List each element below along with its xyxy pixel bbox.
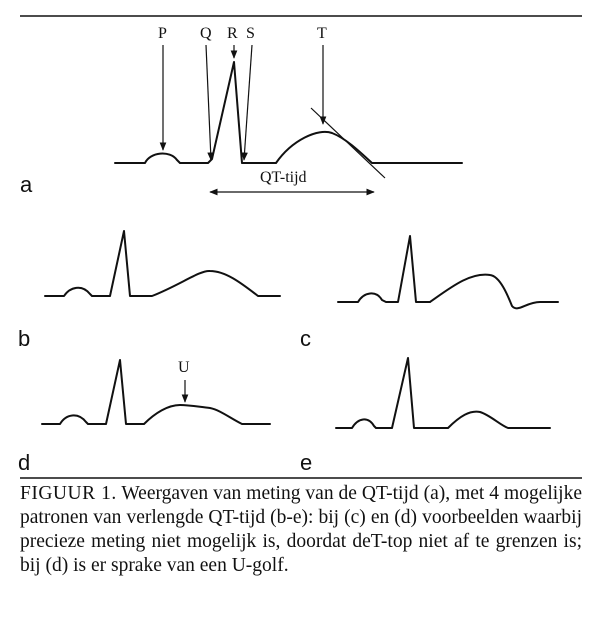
- ecg-trace-c: [337, 235, 559, 310]
- wave-label-r: R: [227, 25, 238, 42]
- panel-letter-b: b: [18, 326, 30, 351]
- ecg-trace-a: [114, 61, 463, 164]
- panel-letter-e: e: [300, 450, 312, 475]
- wave-label-p: P: [158, 25, 167, 42]
- wave-label-u: U: [178, 359, 190, 376]
- qt-interval-label: QT-tijd: [260, 169, 307, 186]
- panel-d: U d: [18, 359, 271, 475]
- panel-letter-a: a: [20, 172, 33, 197]
- panel-b: b: [18, 230, 281, 351]
- panel-e: e: [300, 357, 551, 475]
- ecg-trace-d: [41, 359, 271, 425]
- ecg-trace-e: [335, 357, 551, 429]
- panel-letter-c: c: [300, 326, 311, 351]
- panel-c: c: [300, 235, 559, 351]
- panel-letter-d: d: [18, 450, 30, 475]
- t-tangent-line: [310, 107, 386, 179]
- caption-lead: FIGUUR 1.: [20, 483, 117, 504]
- s-pointer: [241, 44, 253, 161]
- caption-text: Weergaven van meting van de QT-tijd (a),…: [20, 483, 583, 576]
- panel-a: P Q R S T QT-tijd a: [20, 25, 463, 197]
- wave-label-q: Q: [200, 25, 212, 42]
- wave-label-s: S: [246, 25, 255, 42]
- q-pointer: [205, 44, 215, 161]
- figure-caption: FIGUUR 1. Weergaven van meting van de QT…: [20, 482, 582, 578]
- ecg-trace-b: [44, 230, 281, 297]
- wave-label-t: T: [317, 25, 327, 42]
